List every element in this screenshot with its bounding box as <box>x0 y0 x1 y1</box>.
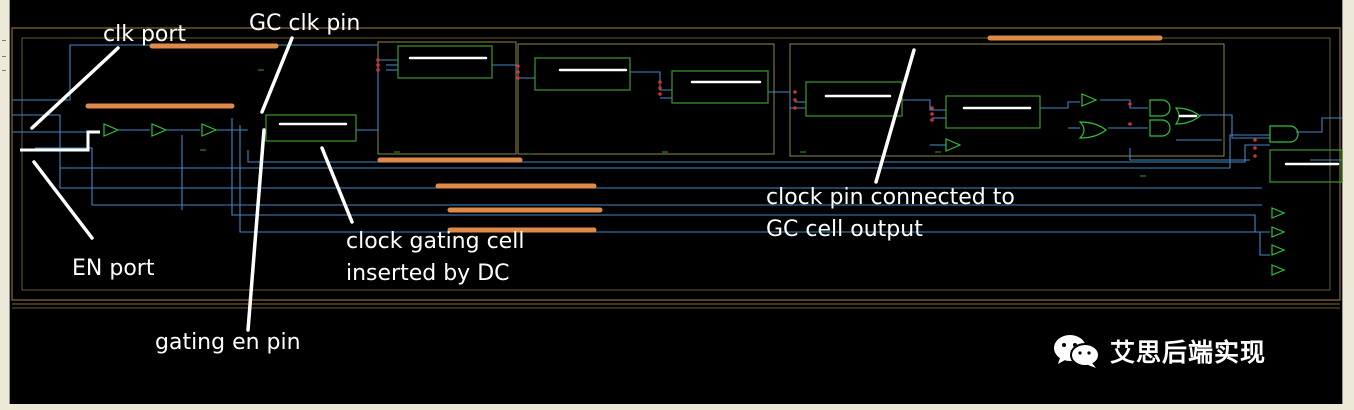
flip-flop-cell-4 <box>805 81 903 117</box>
gc-clk-pin-label: GC clk pin <box>249 11 361 36</box>
annotation-arrows <box>30 36 916 332</box>
gating-en-pin-label: gating en pin <box>155 330 301 355</box>
en-port-label: EN port <box>72 256 155 281</box>
en-net-highlight <box>20 130 100 152</box>
window-frame-right <box>1342 0 1354 410</box>
pin-dots <box>376 58 1257 158</box>
redaction-marks <box>85 35 1163 233</box>
buffer-gates <box>103 93 1286 276</box>
net-wires <box>12 44 1342 256</box>
hierarchy-boxes <box>377 41 1225 157</box>
wechat-icon <box>1054 335 1100 368</box>
window-frame-bottom <box>0 404 1354 410</box>
flip-flop-cell-1 <box>397 45 493 79</box>
frame-tick <box>2 40 6 41</box>
flip-flop-cell-5 <box>945 95 1041 129</box>
clock-pin-label: clock pin connected to <box>766 185 1015 210</box>
or-gate <box>1078 121 1107 139</box>
clk-port-pointer <box>30 46 120 130</box>
clock-gating-cell-label-line2: inserted by DC <box>346 261 510 286</box>
clock-gating-cell-label: clock gating cell <box>346 229 525 254</box>
clock-gating-cell <box>265 114 357 142</box>
flip-flop-cell-3 <box>671 70 769 104</box>
flip-flop-cell-6 <box>1269 149 1343 183</box>
clock-pin-label-line2: GC cell output <box>766 217 923 242</box>
schematic-cells <box>265 45 1343 183</box>
clk-port-label: clk port <box>103 22 187 47</box>
mux-gate <box>1269 125 1299 143</box>
gc-clk-pin-pointer <box>260 36 294 114</box>
clock-pin-pointer <box>874 48 916 184</box>
and-gate-2 <box>1149 119 1171 137</box>
en-port-pointer <box>32 160 94 240</box>
redacted-cell-names <box>278 56 1340 166</box>
window-frame-left <box>0 0 10 410</box>
watermark: 艾思后端实现 <box>1052 333 1266 369</box>
and-gate-1 <box>1149 99 1171 117</box>
flip-flop-cell-2 <box>534 57 631 91</box>
frame-tick <box>2 56 6 57</box>
watermark-text: 艾思后端实现 <box>1110 338 1267 367</box>
frame-tick <box>2 70 6 71</box>
gating-en-pin-pointer <box>246 128 266 332</box>
ground-marks <box>200 69 1146 177</box>
logic-gates <box>1078 99 1299 143</box>
clock-gating-cell-pointer <box>320 146 354 224</box>
